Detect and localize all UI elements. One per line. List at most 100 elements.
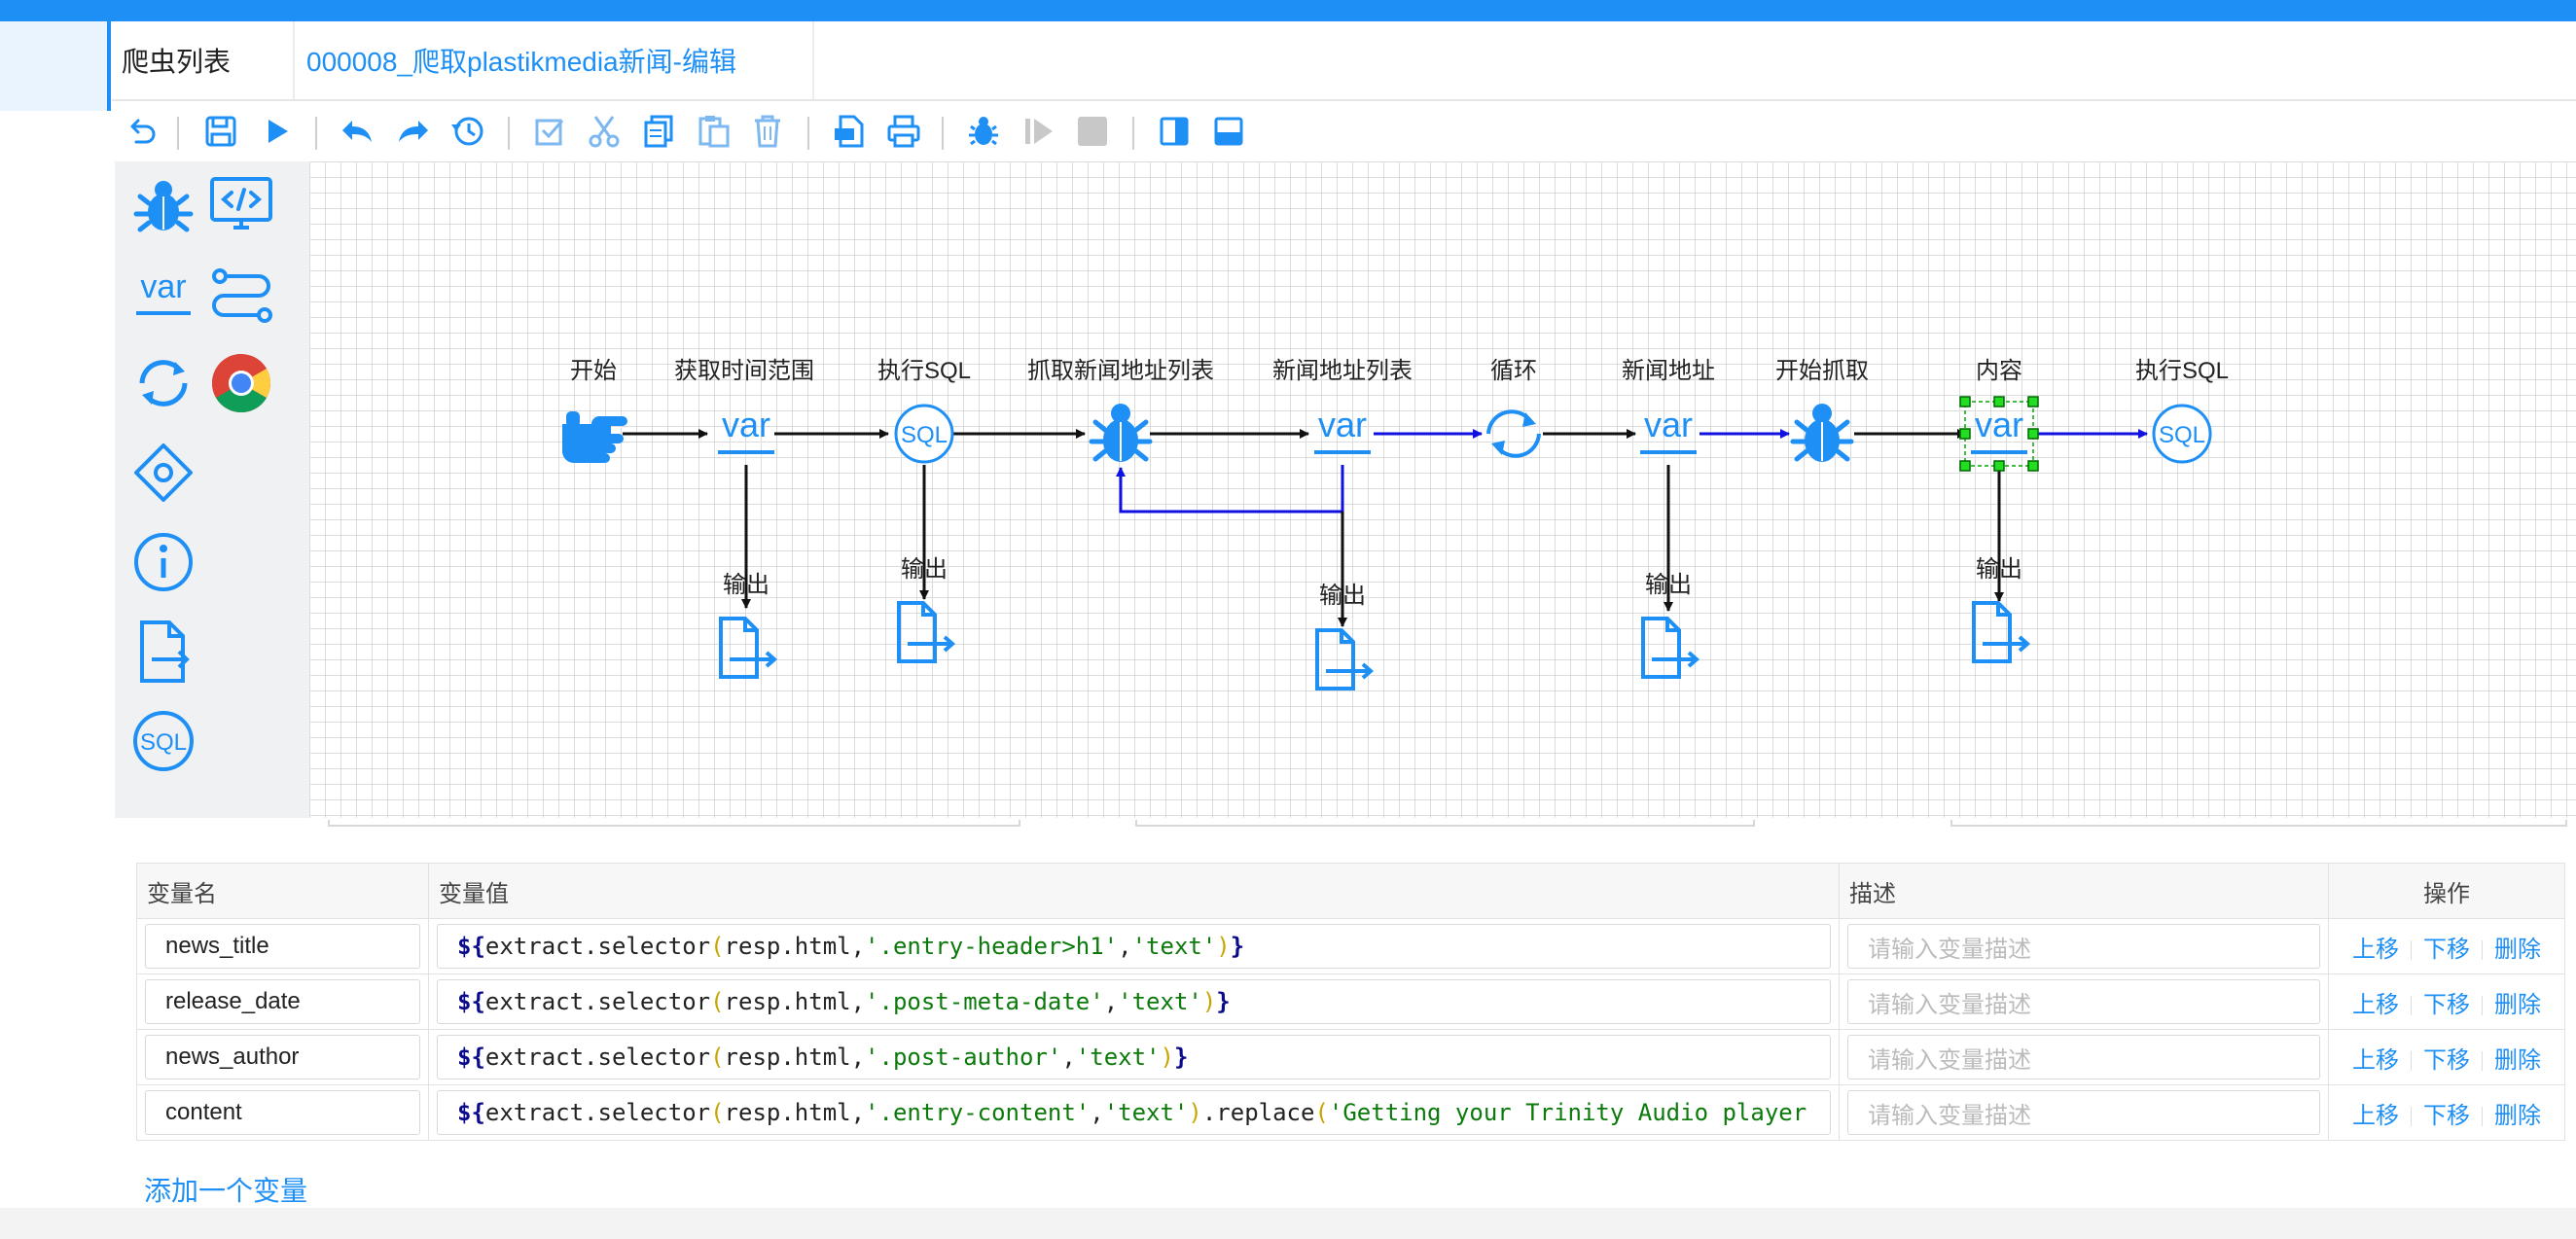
spider-icon[interactable]	[128, 171, 198, 241]
stop-icon[interactable]	[1072, 111, 1113, 152]
node-var-content-selected[interactable]: var	[1959, 396, 2039, 472]
resume-icon[interactable]	[1018, 111, 1058, 152]
undo-icon[interactable]	[337, 111, 377, 152]
node-label-fetch-news-list: 抓取新闻地址列表	[1027, 358, 1214, 384]
diamond-icon[interactable]	[128, 438, 198, 508]
start-hand-icon[interactable]	[562, 411, 627, 463]
output-file-icon[interactable]	[1641, 617, 1700, 679]
header-operations: 操作	[2328, 863, 2565, 919]
paste-icon[interactable]	[693, 111, 733, 152]
variable-description-input[interactable]: 请输入变量描述	[1847, 1035, 2320, 1080]
loop-icon[interactable]	[128, 348, 198, 418]
variable-value-input[interactable]: ${extract.selector(resp.html,'.post-meta…	[437, 979, 1831, 1024]
tab-spider-edit[interactable]: 000008_爬取plastikmedia新闻-编辑	[293, 21, 814, 99]
move-up-link[interactable]: 上移	[2352, 991, 2399, 1018]
variable-name-cell: news_title	[136, 918, 429, 974]
debug-icon[interactable]	[963, 111, 1004, 152]
canvas-scroll-guides	[328, 820, 2567, 827]
variable-name-input[interactable]: release_date	[145, 979, 420, 1024]
variable-table: 变量名 变量值 描述 操作 news_title ${extract.selec…	[136, 863, 2565, 1141]
operations-cell: 上移下移删除	[2328, 918, 2565, 974]
node-var-time-range[interactable]: var	[718, 405, 774, 454]
move-down-link[interactable]: 下移	[2423, 991, 2470, 1018]
node-label-content: 内容	[1976, 358, 2022, 384]
code-close: }	[1230, 933, 1245, 960]
output-file-icon[interactable]	[1315, 628, 1375, 690]
left-nav-active-indicator	[107, 21, 111, 111]
node-var-news-url-list[interactable]: var	[1314, 405, 1371, 454]
variable-value-input[interactable]: ${extract.selector(resp.html,'.entry-con…	[437, 1090, 1831, 1135]
variable-description-input[interactable]: 请输入变量描述	[1847, 924, 2320, 969]
move-up-link[interactable]: 上移	[2352, 936, 2399, 963]
node-sql-1[interactable]: SQL	[894, 404, 954, 464]
variable-description-input[interactable]: 请输入变量描述	[1847, 1090, 2320, 1135]
variable-name-input[interactable]: content	[145, 1090, 420, 1135]
var-icon[interactable]: var	[128, 259, 198, 329]
print-icon[interactable]	[883, 111, 924, 152]
left-nav	[0, 21, 111, 1239]
run-icon[interactable]	[257, 111, 298, 152]
header-description: 描述	[1839, 863, 2329, 919]
op-separator	[2411, 1107, 2412, 1127]
export-xml-icon[interactable]	[829, 111, 870, 152]
output-file-icon[interactable]	[128, 617, 198, 687]
toolbar-separator	[942, 117, 944, 150]
node-loop[interactable]	[1486, 409, 1541, 458]
output-file-icon[interactable]	[719, 617, 778, 679]
process-icon[interactable]	[206, 259, 276, 329]
code-selector: '.entry-header>h1'	[865, 933, 1119, 960]
tab-spider-list[interactable]: 爬虫列表	[122, 47, 232, 77]
move-down-link[interactable]: 下移	[2423, 936, 2470, 963]
flow-diagram[interactable]: 开始 获取时间范围 执行SQL 抓取新闻地址列表 新闻地址列表 循环 新闻地址 …	[309, 161, 2576, 818]
redo-icon[interactable]	[393, 111, 434, 152]
code-paren-close: )	[1160, 1044, 1174, 1071]
move-up-link[interactable]: 上移	[2352, 1102, 2399, 1129]
undo-arrow-icon[interactable]	[123, 111, 163, 152]
move-down-link[interactable]: 下移	[2423, 1102, 2470, 1129]
code-close: }	[1173, 1044, 1189, 1071]
node-label-exec-sql-2: 执行SQL	[2135, 358, 2229, 384]
copy-icon[interactable]	[638, 111, 679, 152]
delete-icon[interactable]	[747, 111, 788, 152]
code-monitor-icon[interactable]	[206, 171, 276, 241]
variable-value-input[interactable]: ${extract.selector(resp.html,'.entry-hea…	[437, 924, 1831, 969]
toolbar-separator	[807, 117, 809, 150]
code-comma: ,	[1103, 988, 1119, 1015]
cut-icon[interactable]	[584, 111, 625, 152]
save-icon[interactable]	[200, 111, 241, 152]
variable-name-input[interactable]: news_title	[145, 924, 420, 969]
delete-link[interactable]: 删除	[2494, 1102, 2541, 1129]
variable-table-header: 变量名 变量值 描述 操作	[136, 863, 2565, 919]
code-prefix: ${	[457, 1044, 485, 1071]
variable-description-input[interactable]: 请输入变量描述	[1847, 979, 2320, 1024]
delete-link[interactable]: 删除	[2494, 1046, 2541, 1074]
var-node-text: var	[722, 405, 770, 444]
variable-name-input[interactable]: news_author	[145, 1035, 420, 1080]
chrome-icon[interactable]	[206, 348, 276, 418]
table-row: content ${extract.selector(resp.html,'.e…	[136, 1084, 2565, 1141]
op-separator	[2482, 1107, 2483, 1127]
flow-canvas[interactable]: 开始 获取时间范围 执行SQL 抓取新闻地址列表 新闻地址列表 循环 新闻地址 …	[309, 161, 2576, 818]
panel-right-icon[interactable]	[1154, 111, 1195, 152]
output-file-icon[interactable]	[897, 601, 956, 663]
add-variable-link[interactable]: 添加一个变量	[144, 1176, 308, 1206]
history-icon[interactable]	[447, 111, 488, 152]
code-paren-open: (	[710, 1099, 725, 1126]
delete-link[interactable]: 删除	[2494, 991, 2541, 1018]
move-down-link[interactable]: 下移	[2423, 1046, 2470, 1074]
move-up-link[interactable]: 上移	[2352, 1046, 2399, 1074]
node-sql-2[interactable]: SQL	[2152, 404, 2212, 464]
code-attr: 'text'	[1075, 1044, 1161, 1071]
sql-icon[interactable]: SQL	[128, 706, 198, 776]
delete-link[interactable]: 删除	[2494, 936, 2541, 963]
variable-value-input[interactable]: ${extract.selector(resp.html,'.post-auth…	[437, 1035, 1831, 1080]
node-var-news-url[interactable]: var	[1640, 405, 1697, 454]
left-nav-active-item[interactable]	[0, 21, 110, 111]
select-all-icon[interactable]	[529, 111, 570, 152]
variable-name-cell: content	[136, 1084, 429, 1141]
node-spider-fetch-list[interactable]	[1089, 404, 1153, 462]
node-spider-start-crawl[interactable]	[1790, 404, 1854, 462]
output-file-icon[interactable]	[1972, 601, 2031, 663]
panel-bottom-icon[interactable]	[1208, 111, 1249, 152]
info-icon[interactable]	[128, 527, 198, 597]
